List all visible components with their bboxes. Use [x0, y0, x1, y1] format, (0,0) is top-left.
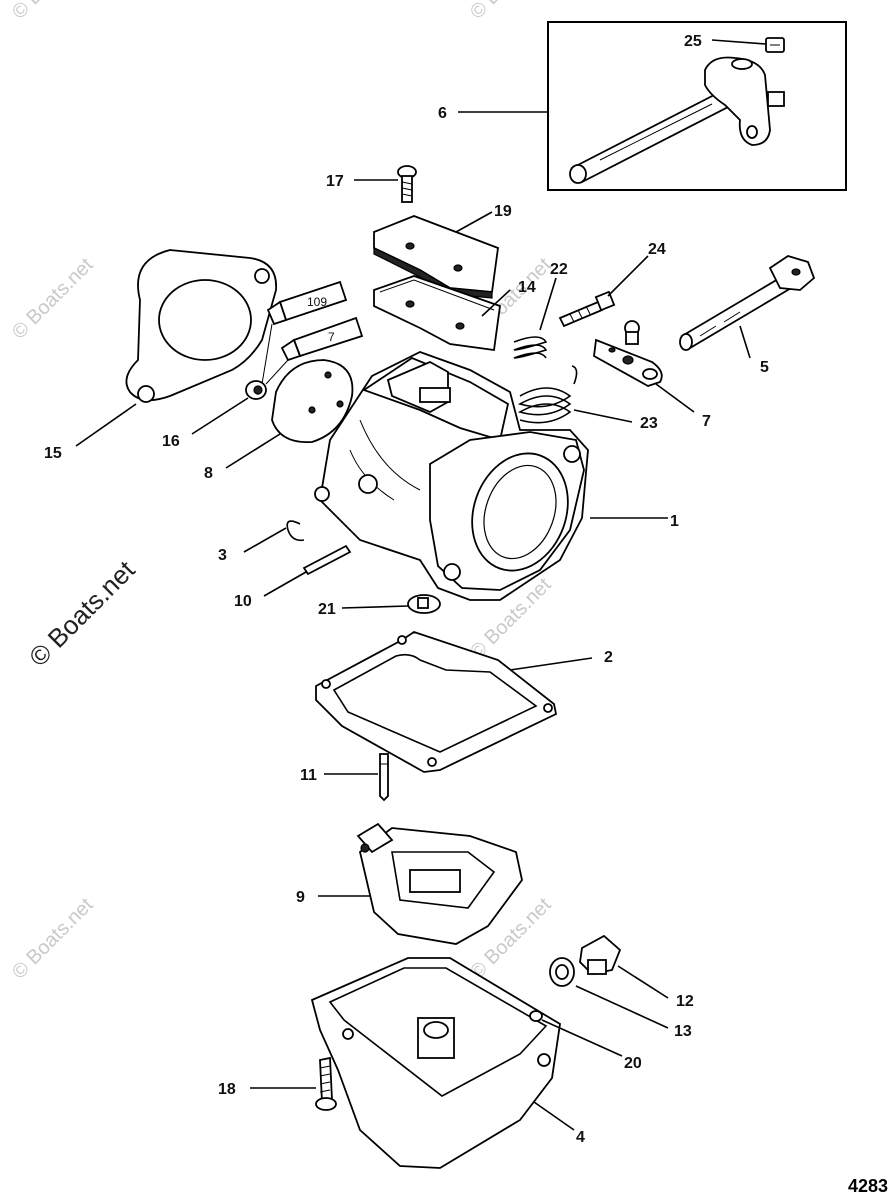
diaphragm-8: [271, 359, 354, 443]
drain-plug-12: [579, 934, 622, 975]
callout-23: 23: [640, 415, 658, 432]
needle-11: [379, 753, 389, 802]
screw-17: [397, 165, 417, 203]
callout-8: 8: [204, 465, 213, 482]
callout-21: 21: [318, 601, 336, 618]
float-9: [356, 822, 523, 945]
callout-15: 15: [44, 445, 62, 462]
callout-3: 3: [218, 547, 227, 564]
watermark: © Boats.net: [8, 0, 98, 24]
callout-17: 17: [326, 173, 344, 190]
gasket-plate-14: [373, 275, 501, 352]
tube-leader: [265, 359, 289, 385]
e-clip-3: [286, 520, 305, 542]
callout-14: 14: [518, 279, 536, 296]
callout-1: 1: [670, 513, 679, 530]
seal-21: [407, 594, 441, 614]
plate-7: [593, 320, 663, 387]
cover-plate-19: [373, 215, 499, 299]
washer-13: [549, 957, 575, 987]
throttle-lever-assembly: [569, 56, 785, 184]
bowl-gasket-2: [315, 631, 558, 773]
callout-6: 6: [438, 105, 447, 122]
figure-number: 4283: [848, 1176, 888, 1196]
callout-16: 16: [162, 433, 180, 450]
tube-leader: [261, 323, 273, 385]
callout-4: 4: [576, 1129, 585, 1146]
callout-22: 22: [550, 261, 568, 278]
float-bowl-4: [310, 957, 561, 1169]
callout-5: 5: [760, 359, 769, 376]
watermark-main: © Boats.net: [23, 554, 141, 672]
callout-18: 18: [218, 1081, 236, 1098]
callout-2: 2: [604, 649, 613, 666]
needle-screw-24: [558, 290, 616, 328]
watermark: © Boats.net: [466, 0, 556, 24]
screw-25: [765, 37, 785, 53]
shaft-5: [679, 255, 816, 351]
callout-25: 25: [684, 33, 702, 50]
callout-11: 11: [300, 767, 317, 784]
inset-box: [547, 21, 847, 191]
callout-9: 9: [296, 889, 305, 906]
callout-24: 24: [648, 241, 666, 258]
plug-20: [529, 1010, 543, 1022]
callout-labels: 25 6 17 19 24 22 14 5 7 23 15 16 8 1 3 1…: [44, 33, 769, 1146]
pin-10: [302, 544, 352, 576]
callout-20: 20: [624, 1055, 642, 1072]
bolt-18: [315, 1056, 337, 1111]
callout-7: 7: [702, 413, 711, 430]
tube-label-109: 109: [307, 295, 327, 309]
flange-gasket-15: [125, 249, 277, 403]
callout-10: 10: [234, 593, 252, 610]
tube-label-7: 7: [328, 330, 335, 344]
watermark: © Boats.net: [8, 894, 98, 984]
watermark: © Boats.net: [8, 254, 98, 344]
sealant-tube-7: 7: [280, 316, 364, 362]
spring-22: [513, 336, 548, 359]
callout-13: 13: [674, 1023, 692, 1040]
leader-lines: [75, 39, 767, 1131]
sealant-tube-109: 109: [266, 280, 348, 326]
callout-12: 12: [676, 993, 694, 1010]
nut-16: [245, 380, 267, 400]
spring-23: [517, 365, 578, 424]
callout-19: 19: [494, 203, 512, 220]
carburetor-body-1: [314, 351, 589, 601]
